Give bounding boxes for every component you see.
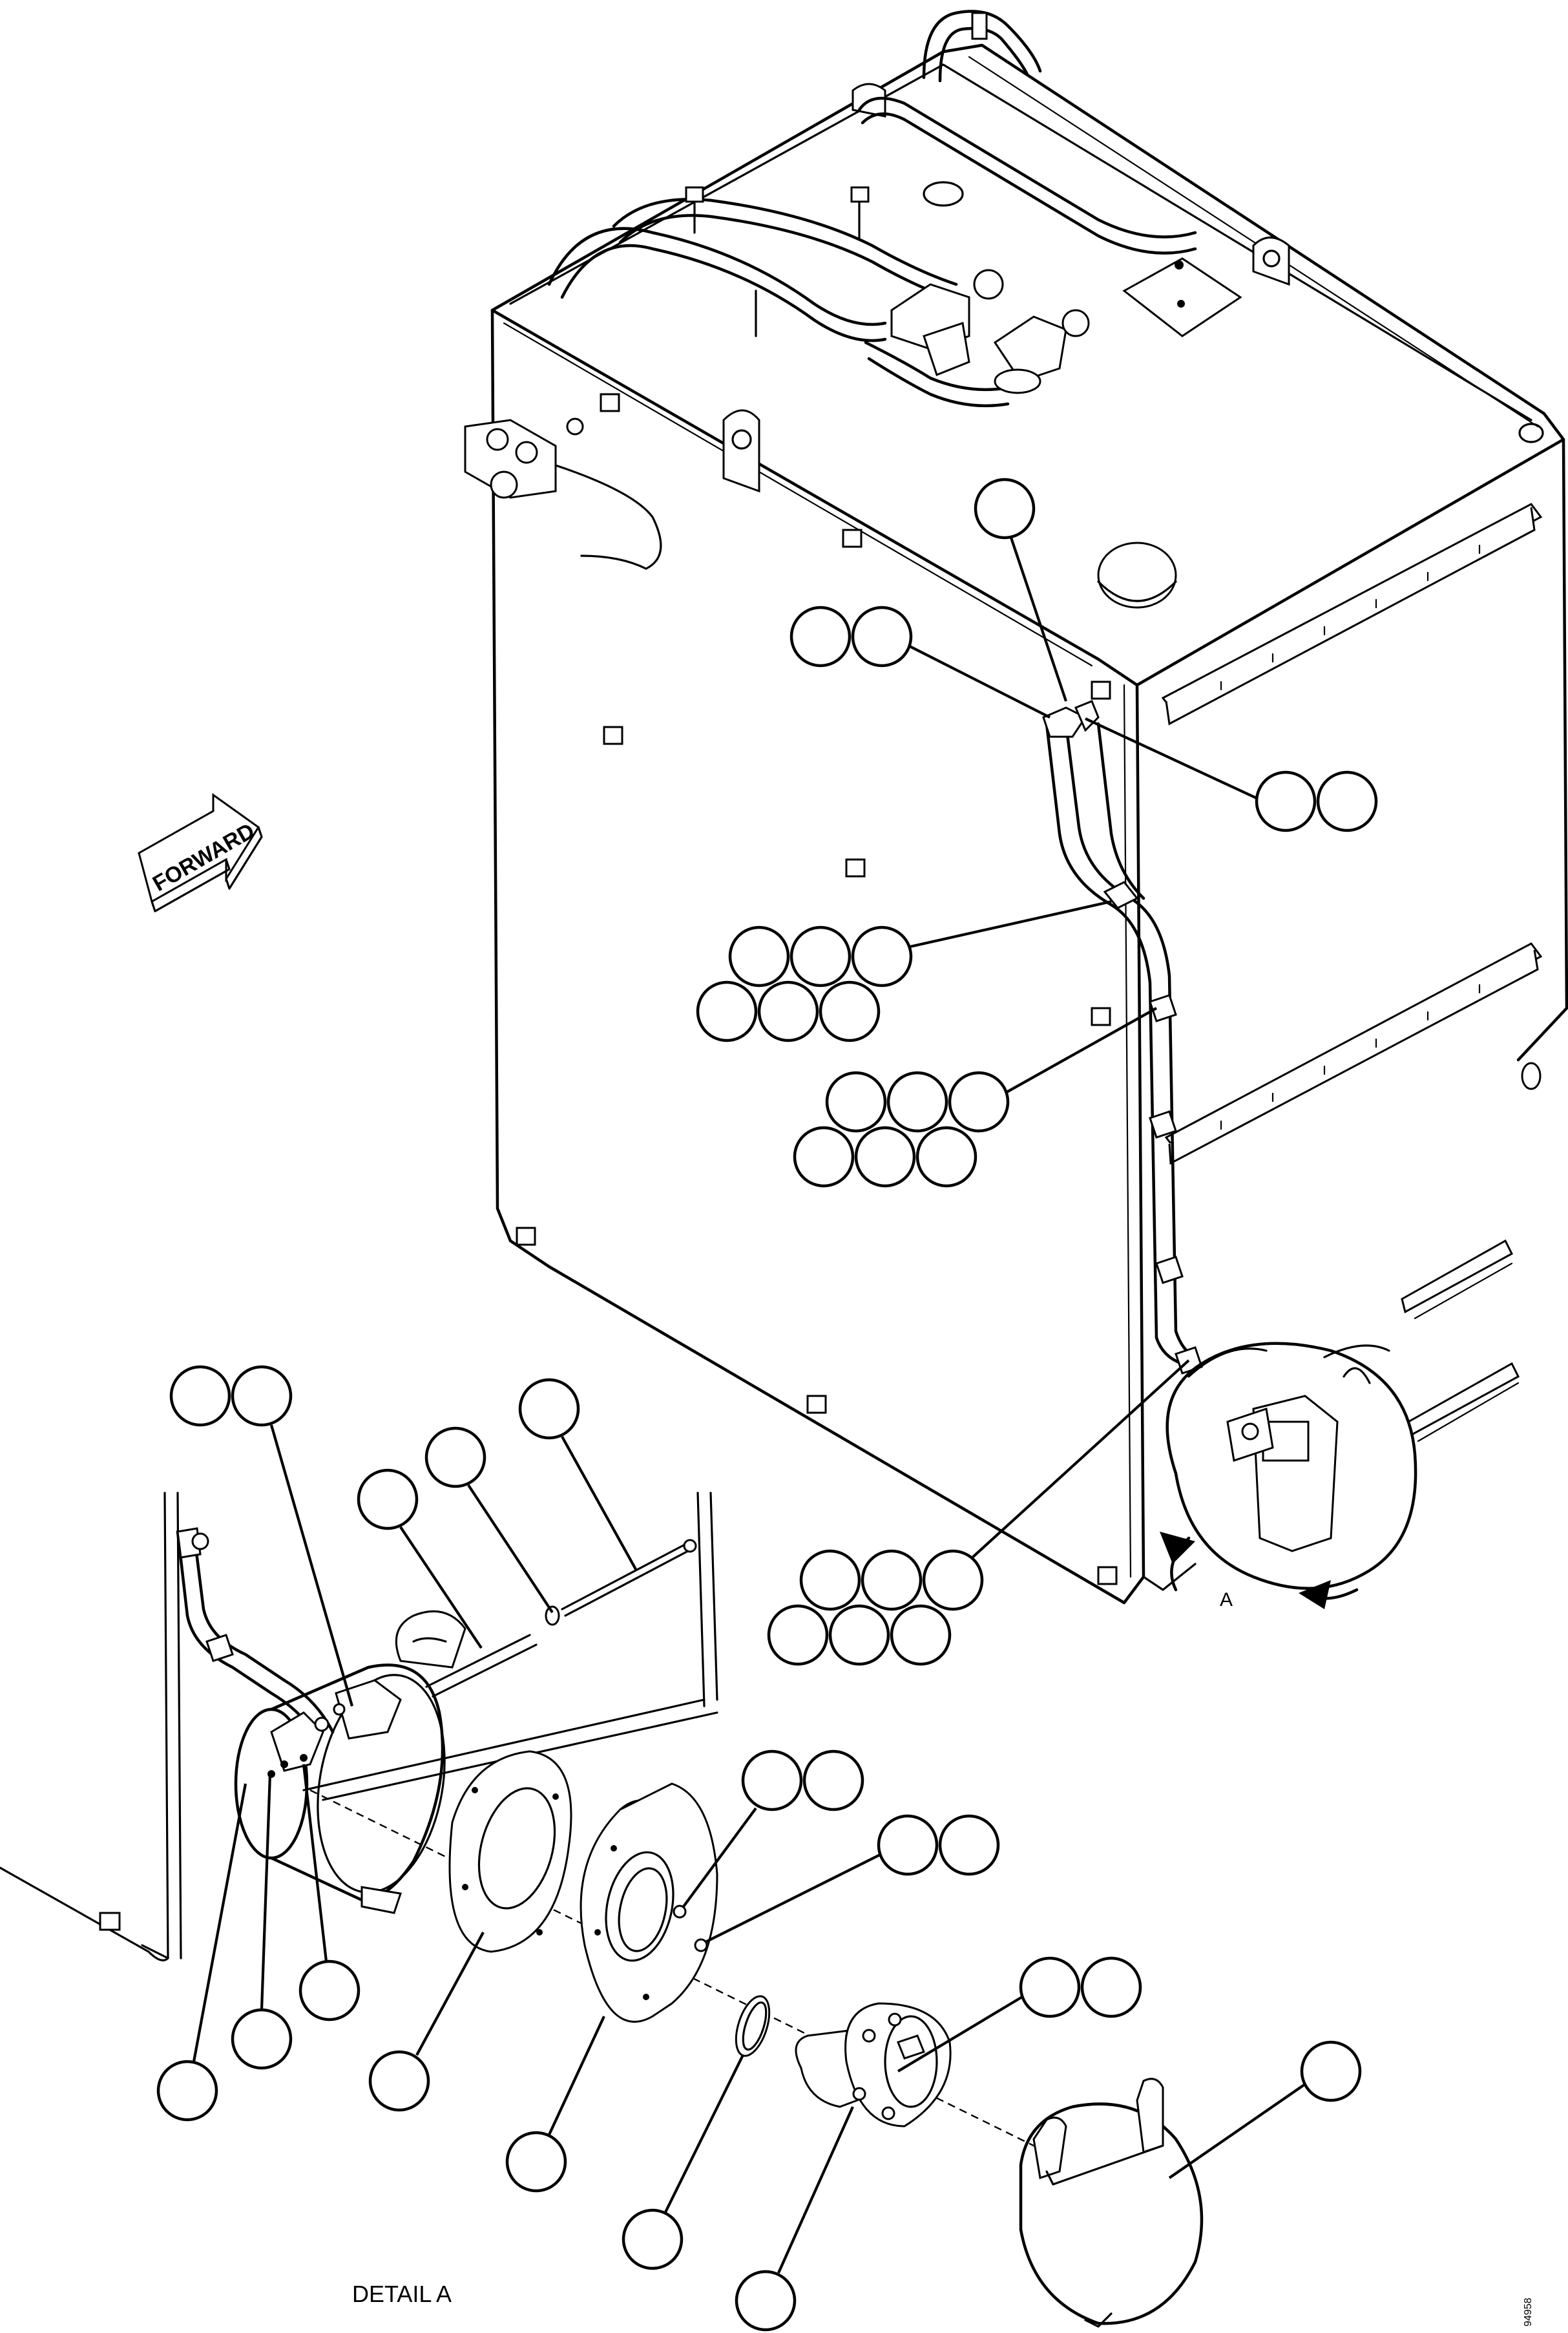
callout-bubble [518, 1378, 580, 1440]
callout-bubble [825, 1071, 887, 1133]
callout-bubble [861, 1549, 923, 1611]
callout-bubble [757, 980, 819, 1042]
callout-bubble [728, 925, 790, 987]
callout-bubble [974, 478, 1036, 540]
forward-arrow: FORWARD [138, 793, 263, 913]
callout-bubble [799, 1549, 861, 1611]
callout-bubble [819, 980, 881, 1042]
callout-bubble [938, 1814, 1000, 1876]
callout-bubble [793, 1126, 855, 1188]
callout-bubble [828, 1604, 890, 1666]
callout-bubble [877, 1814, 939, 1876]
callout-bubble [851, 925, 913, 987]
callout-bubble [915, 1126, 977, 1188]
callout-bubble [696, 980, 758, 1042]
callout-bubble [1255, 770, 1317, 832]
figure-code: 94958 [1523, 2297, 1534, 2327]
callout-bubble [1316, 770, 1378, 832]
callout-bubble [1080, 1956, 1142, 2018]
callout-bubble [357, 1468, 419, 1530]
callout-bubble [231, 2008, 293, 2070]
callout-bubble [802, 1749, 864, 1811]
callout-bubble [851, 606, 913, 668]
callout-bubble [156, 2060, 218, 2122]
callout-bubble [368, 2050, 430, 2112]
detail-a-title: DETAIL A [352, 2281, 452, 2307]
callout-bubble [890, 1604, 952, 1666]
callout-bubble [789, 606, 852, 668]
callout-bubble [298, 1959, 361, 2022]
callout-bubble [886, 1071, 948, 1133]
detail-a-exploded-view [0, 1492, 1204, 2328]
callout-bubbles [156, 478, 1378, 2332]
view-marker-a: A [1220, 1589, 1233, 1610]
callout-bubble [789, 925, 852, 987]
callout-bubble [741, 1749, 803, 1811]
callout-bubble [735, 2270, 797, 2332]
callout-bubble [169, 1365, 231, 1427]
callout-bubble [505, 2131, 567, 2193]
callout-bubble [948, 1071, 1010, 1133]
callout-bubble [231, 1365, 293, 1427]
upper-hose-assembly [547, 10, 1197, 408]
callout-bubble [767, 1604, 829, 1666]
front-hose-assembly [1042, 700, 1203, 1375]
mounted-pump-assembly [1160, 1342, 1417, 1609]
callout-bubble [1300, 2040, 1362, 2102]
callout-bubble [622, 2208, 684, 2270]
callout-bubble [1019, 1956, 1081, 2018]
hydraulic-tank [464, 43, 1568, 1605]
callout-bubble [424, 1426, 486, 1488]
callout-bubble [854, 1126, 916, 1188]
callout-bubble [922, 1549, 984, 1611]
